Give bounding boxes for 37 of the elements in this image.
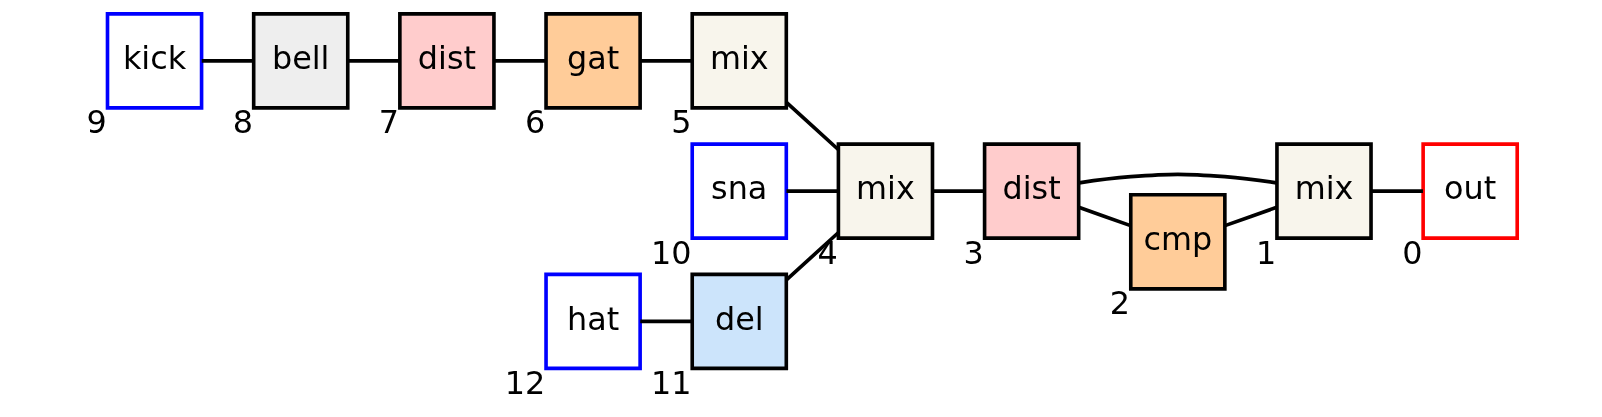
connector (639, 319, 692, 324)
connector (639, 59, 692, 63)
node-label: 0 (1401, 233, 1422, 272)
connector (1077, 205, 1131, 228)
node-label: 11 (650, 363, 691, 402)
node-box: out (1420, 142, 1519, 240)
node-box: gat (543, 12, 642, 110)
connector (493, 59, 546, 63)
node-box: mix (689, 12, 788, 110)
node-label: 7 (378, 103, 399, 142)
node-box: kick (105, 12, 203, 110)
node-box: bell (251, 12, 350, 110)
node-box: dist (982, 142, 1080, 240)
node-box: mix (1274, 142, 1373, 240)
node-label: 2 (1109, 284, 1130, 323)
node-label: 4 (816, 233, 838, 272)
connector (785, 189, 838, 193)
node-label: 3 (963, 233, 984, 272)
node-box: del (689, 272, 788, 371)
node-label: 12 (504, 363, 545, 402)
connector (932, 189, 984, 193)
node-box: cmp (1128, 192, 1227, 291)
node-label: 10 (650, 233, 691, 272)
node-box: sna (689, 142, 788, 240)
connector (1078, 172, 1277, 185)
node-box: dist (397, 12, 496, 110)
node-label: 6 (524, 103, 545, 142)
node-label: 5 (670, 103, 691, 142)
node-box: mix (836, 142, 934, 240)
connector (1223, 205, 1277, 228)
connector (201, 59, 253, 63)
node-label: 1 (1255, 233, 1276, 272)
connector (347, 59, 400, 63)
node-label: 8 (232, 103, 253, 142)
node-label: 9 (86, 103, 107, 142)
node-box: hat (543, 272, 642, 371)
connector (1370, 189, 1423, 193)
